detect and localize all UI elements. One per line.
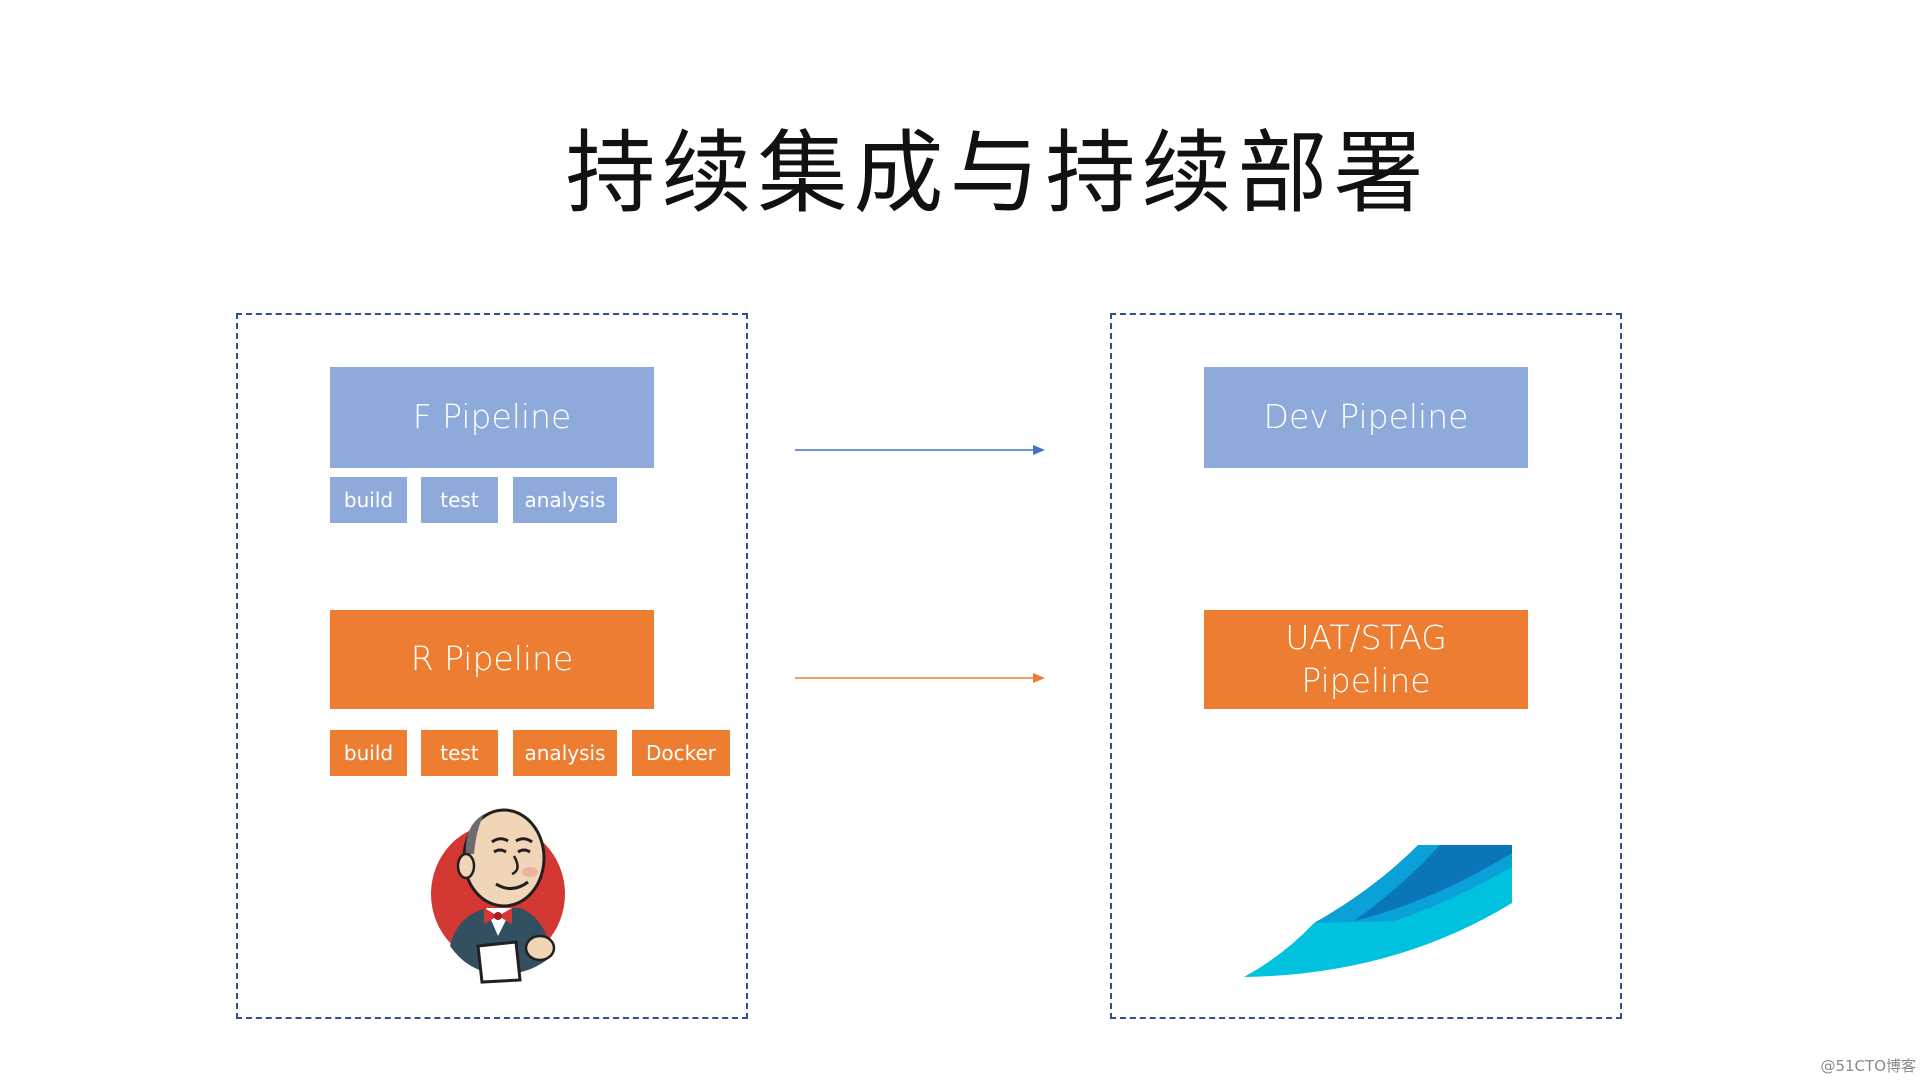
watermark: @51CTO博客 <box>1820 1057 1916 1075</box>
r-step-test: test <box>421 730 498 776</box>
f-step-build: build <box>330 477 407 523</box>
blue-swoosh-logo-icon <box>1244 845 1512 977</box>
r-step-docker: Docker <box>632 730 730 776</box>
uat-stag-pipeline-label: UAT/STAG Pipeline <box>1285 617 1447 700</box>
cd-frame <box>1110 313 1622 1019</box>
f-step-analysis: analysis <box>513 477 617 523</box>
r-step-build: build <box>330 730 407 776</box>
f-pipeline-box: F Pipeline <box>330 367 654 468</box>
uat-stag-pipeline-box: UAT/STAG Pipeline <box>1204 610 1528 709</box>
dev-pipeline-box: Dev Pipeline <box>1204 367 1528 468</box>
orange-arrow <box>795 673 1045 683</box>
ci-frame <box>236 313 748 1019</box>
r-pipeline-box: R Pipeline <box>330 610 654 709</box>
page-title: 持续集成与持续部署 <box>565 121 1430 226</box>
blue-arrow <box>795 445 1045 455</box>
f-step-test: test <box>421 477 498 523</box>
jenkins-butler-icon <box>431 808 565 984</box>
r-step-analysis: analysis <box>513 730 617 776</box>
